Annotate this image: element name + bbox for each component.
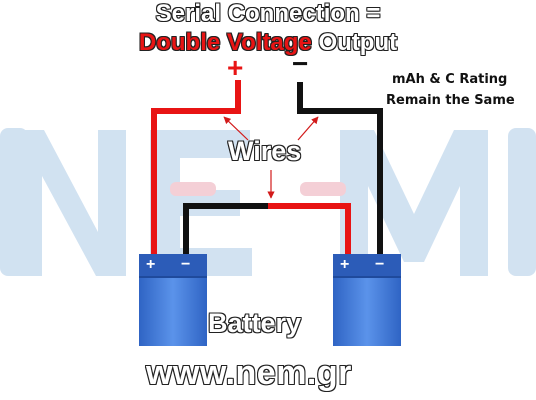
note-line1: mAh & C Rating <box>392 72 508 87</box>
series-link-red <box>268 203 351 256</box>
watermark-pink-patches <box>170 182 346 196</box>
output-positive-sign: + <box>227 52 244 83</box>
diagram-title-line1: Serial Connection = <box>155 0 381 27</box>
battery-left-negative: − <box>181 256 191 273</box>
battery-label: Battery <box>208 308 302 338</box>
battery-right-negative: − <box>375 256 385 273</box>
wire-pointer-arrows <box>223 116 319 199</box>
output-negative-sign: − <box>292 48 309 79</box>
title-rest: Output <box>311 29 398 56</box>
battery-left <box>139 254 207 346</box>
title-highlight: Double Voltage <box>138 29 312 56</box>
wires-label: Wires <box>228 136 302 166</box>
positive-wire <box>151 80 241 256</box>
website-url: www.nem.gr <box>146 354 352 392</box>
diagram-title-line2: Double Voltage Output <box>0 28 536 58</box>
battery-right-positive: + <box>340 256 350 273</box>
battery-right <box>333 254 401 346</box>
negative-wire <box>297 82 383 256</box>
battery-left-positive: + <box>146 256 156 273</box>
series-link-black <box>183 203 268 256</box>
note-line2: Remain the Same <box>386 93 515 108</box>
